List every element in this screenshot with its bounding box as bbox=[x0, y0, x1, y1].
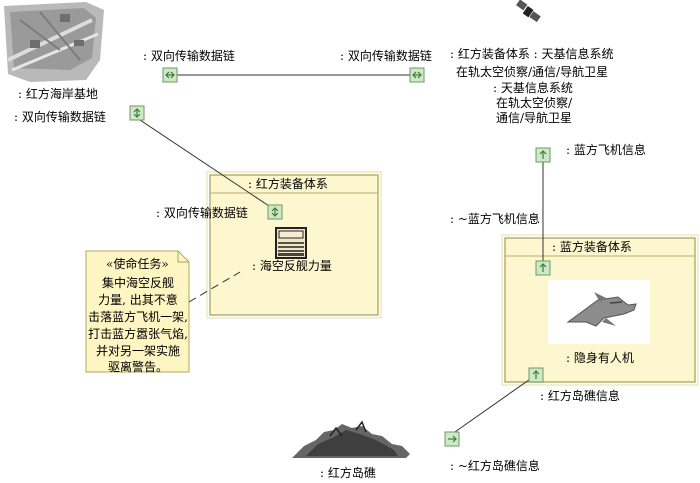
note-stereotype: «使命任务» bbox=[106, 256, 169, 271]
label-space-system-desc-1: 在轨太空侦察/ bbox=[496, 95, 573, 110]
label-stealth-aircraft: : 隐身有人机 bbox=[566, 350, 634, 365]
coastal-base-image bbox=[4, 2, 104, 82]
label-island-info-conjugate: : ~红方岛礁信息 bbox=[450, 458, 540, 473]
label-space-system: : 天基信息系统 bbox=[493, 80, 573, 95]
island-image bbox=[292, 420, 410, 458]
mission-note[interactable] bbox=[85, 250, 190, 373]
connector-base-to-red-system[interactable] bbox=[136, 117, 273, 209]
port-island-info[interactable] bbox=[528, 367, 544, 383]
port-blue-plane-info[interactable] bbox=[535, 147, 551, 163]
note-line-6: 驱离警告。 bbox=[108, 359, 168, 374]
note-line-2: 力量, 出其不意 bbox=[98, 292, 178, 307]
port-coastal-base[interactable] bbox=[129, 105, 145, 121]
stealth-aircraft-image bbox=[548, 280, 650, 344]
port-red-naval-force[interactable] bbox=[267, 204, 283, 220]
label-top-right-data-link: : 双向传输数据链 bbox=[340, 48, 432, 63]
blue-system-title: : 蓝方装备体系 bbox=[552, 239, 632, 254]
label-space-system-desc-2: 通信/导航卫星 bbox=[496, 110, 572, 125]
port-blue-system-top[interactable] bbox=[535, 260, 551, 276]
red-system-title: : 红方装备体系 bbox=[248, 176, 328, 191]
label-naval-force: : 海空反舰力量 bbox=[252, 258, 332, 273]
connector-island-info[interactable] bbox=[451, 374, 537, 435]
label-island-info: : 红方岛礁信息 bbox=[540, 388, 620, 403]
label-coastal-base: : 红方海岸基地 bbox=[18, 86, 98, 101]
note-line-3: 击落蓝方飞机一架, bbox=[88, 309, 188, 324]
note-line-4: 打击蓝方嚣张气焰, bbox=[88, 326, 188, 341]
port-island[interactable] bbox=[444, 431, 460, 447]
port-top-left[interactable] bbox=[162, 67, 178, 83]
note-line-1: 集中海空反舰 bbox=[102, 275, 174, 290]
note-anchor-line bbox=[188, 271, 241, 303]
label-blue-plane-info: : 蓝方飞机信息 bbox=[566, 142, 646, 157]
label-island: : 红方岛礁 bbox=[320, 465, 376, 480]
label-top-left-data-link: : 双向传输数据链 bbox=[143, 48, 235, 63]
label-blue-plane-info-conjugate: : ~蓝方飞机信息 bbox=[450, 211, 540, 226]
label-red-inner-data-link: : 双向传输数据链 bbox=[156, 205, 248, 220]
label-satellite-desc: 在轨太空侦察/通信/导航卫星 bbox=[456, 64, 608, 79]
satellite-icon bbox=[516, 0, 541, 23]
port-top-right[interactable] bbox=[409, 67, 425, 83]
naval-force-icon bbox=[275, 227, 307, 259]
label-satellite-system: : 红方装备体系 : 天基信息系统 bbox=[450, 46, 614, 61]
label-left-data-link: : 双向传输数据链 bbox=[14, 109, 106, 124]
note-line-5: 并对另一架实施 bbox=[96, 343, 180, 358]
